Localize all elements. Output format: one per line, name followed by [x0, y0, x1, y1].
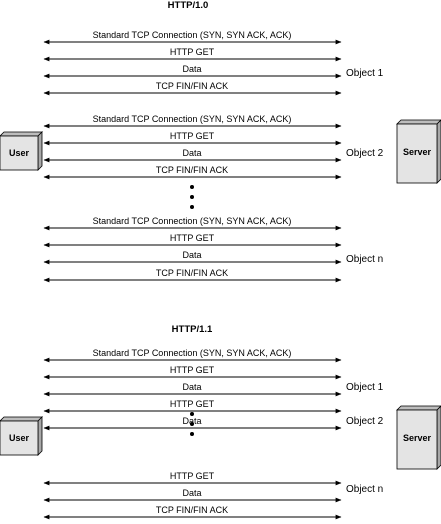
message-label: HTTP GET — [170, 365, 215, 375]
message-label: Standard TCP Connection (SYN, SYN ACK, A… — [93, 30, 292, 40]
message-label: Data — [182, 250, 201, 260]
message-label: HTTP GET — [170, 233, 215, 243]
server-label-http11: Server — [403, 433, 432, 443]
message-label: HTTP GET — [170, 471, 215, 481]
message-label: TCP FIN/FIN ACK — [156, 505, 228, 515]
object-label-http11-1: Object 1 — [346, 382, 384, 393]
section-title-http10: HTTP/1.0 — [168, 0, 209, 11]
message-arrows-http10: Standard TCP Connection (SYN, SYN ACK, A… — [43, 30, 342, 283]
message-label: Standard TCP Connection (SYN, SYN ACK, A… — [93, 216, 292, 226]
object-label-http10-n: Object n — [346, 254, 383, 265]
message-arrows-http11: Standard TCP Connection (SYN, SYN ACK, A… — [43, 348, 342, 520]
message-label: Data — [182, 382, 201, 392]
user-box-http11: User — [0, 416, 43, 456]
object-label-http10-1: Object 1 — [346, 68, 384, 79]
section-title-http11: HTTP/1.1 — [172, 324, 213, 335]
object-label-http11-n: Object n — [346, 484, 383, 495]
server-box-http11: Server — [396, 405, 441, 470]
ellipsis-http10 — [190, 185, 194, 209]
user-label-http10: User — [9, 148, 30, 158]
message-label: Data — [182, 148, 201, 158]
object-label-http10-2: Object 2 — [346, 148, 384, 159]
user-label-http11: User — [9, 433, 30, 443]
message-label: Standard TCP Connection (SYN, SYN ACK, A… — [93, 348, 292, 358]
message-label: TCP FIN/FIN ACK — [156, 81, 228, 91]
server-label-http10: Server — [403, 147, 432, 157]
message-label: Data — [182, 64, 201, 74]
message-label: TCP FIN/FIN ACK — [156, 268, 228, 278]
message-label: Standard TCP Connection (SYN, SYN ACK, A… — [93, 114, 292, 124]
message-label: TCP FIN/FIN ACK — [156, 165, 228, 175]
message-label: HTTP GET — [170, 131, 215, 141]
message-label: HTTP GET — [170, 47, 215, 57]
message-label: HTTP GET — [170, 399, 215, 409]
server-box-http10: Server — [396, 119, 441, 184]
message-label: Data — [182, 488, 201, 498]
object-label-http11-2: Object 2 — [346, 416, 384, 427]
message-label: Data — [182, 416, 201, 426]
user-box-http10: User — [0, 131, 43, 171]
